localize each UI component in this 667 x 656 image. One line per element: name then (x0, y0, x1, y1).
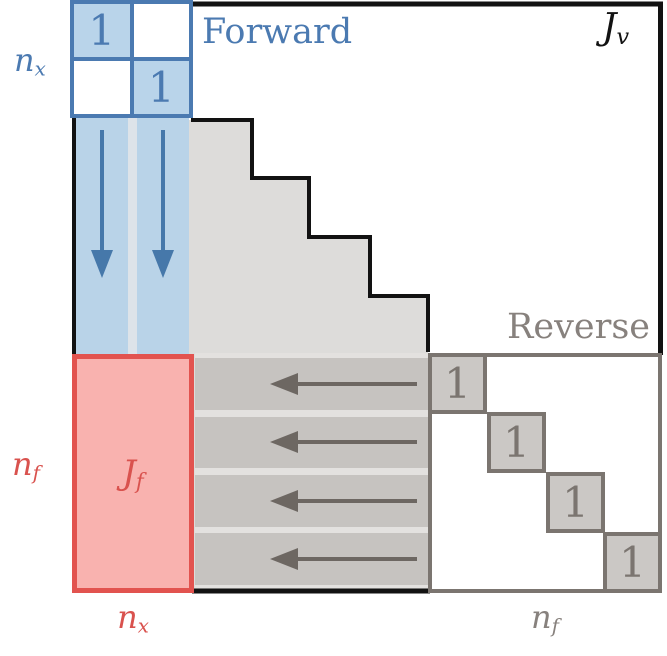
reverse-left-arrow (270, 431, 417, 453)
arrow-shaft (297, 382, 417, 386)
jf-jacobian-block: Jf (72, 354, 194, 593)
reverse-seed-one: 1 (603, 532, 662, 593)
arrow-head-left-icon (270, 490, 298, 512)
reverse-seed-one: 1 (487, 412, 546, 473)
staircase-outline (191, 118, 430, 352)
nf-axis-label-bottom: nf (531, 598, 559, 638)
forward-down-arrow (91, 130, 113, 278)
arrow-shaft (297, 440, 417, 444)
nx-axis-label-bottom: nx (117, 598, 149, 638)
jv-matrix-label: Jv (602, 7, 630, 50)
arrow-head-down-icon (152, 250, 174, 278)
reverse-seed-one: 1 (546, 472, 605, 533)
reverse-mode-label: Reverse (507, 307, 650, 347)
arrow-head-left-icon (270, 431, 298, 453)
forward-seed-zero (133, 4, 189, 57)
arrow-shaft (161, 130, 165, 252)
nf-axis-label-left: nf (12, 445, 40, 485)
arrow-shaft (297, 499, 417, 503)
forward-seed-zero (74, 61, 130, 114)
forward-seed-matrix: 1 1 (70, 0, 193, 118)
reverse-seed-one: 1 (428, 353, 487, 414)
arrow-shaft (100, 130, 104, 252)
forward-seed-one: 1 (74, 4, 130, 57)
nx-axis-label-top: nx (14, 41, 46, 81)
arrow-head-left-icon (270, 548, 298, 570)
forward-seed-one: 1 (133, 61, 189, 114)
arrow-head-left-icon (270, 373, 298, 395)
reverse-left-arrow (270, 373, 417, 395)
forward-mode-label: Forward (202, 12, 353, 52)
arrow-shaft (297, 557, 417, 561)
reverse-left-arrow (270, 548, 417, 570)
matrix-top-right-edge (191, 1, 663, 355)
forward-down-arrow (152, 130, 174, 278)
jf-label: Jf (122, 452, 144, 494)
reverse-left-arrow (270, 490, 417, 512)
arrow-head-down-icon (91, 250, 113, 278)
